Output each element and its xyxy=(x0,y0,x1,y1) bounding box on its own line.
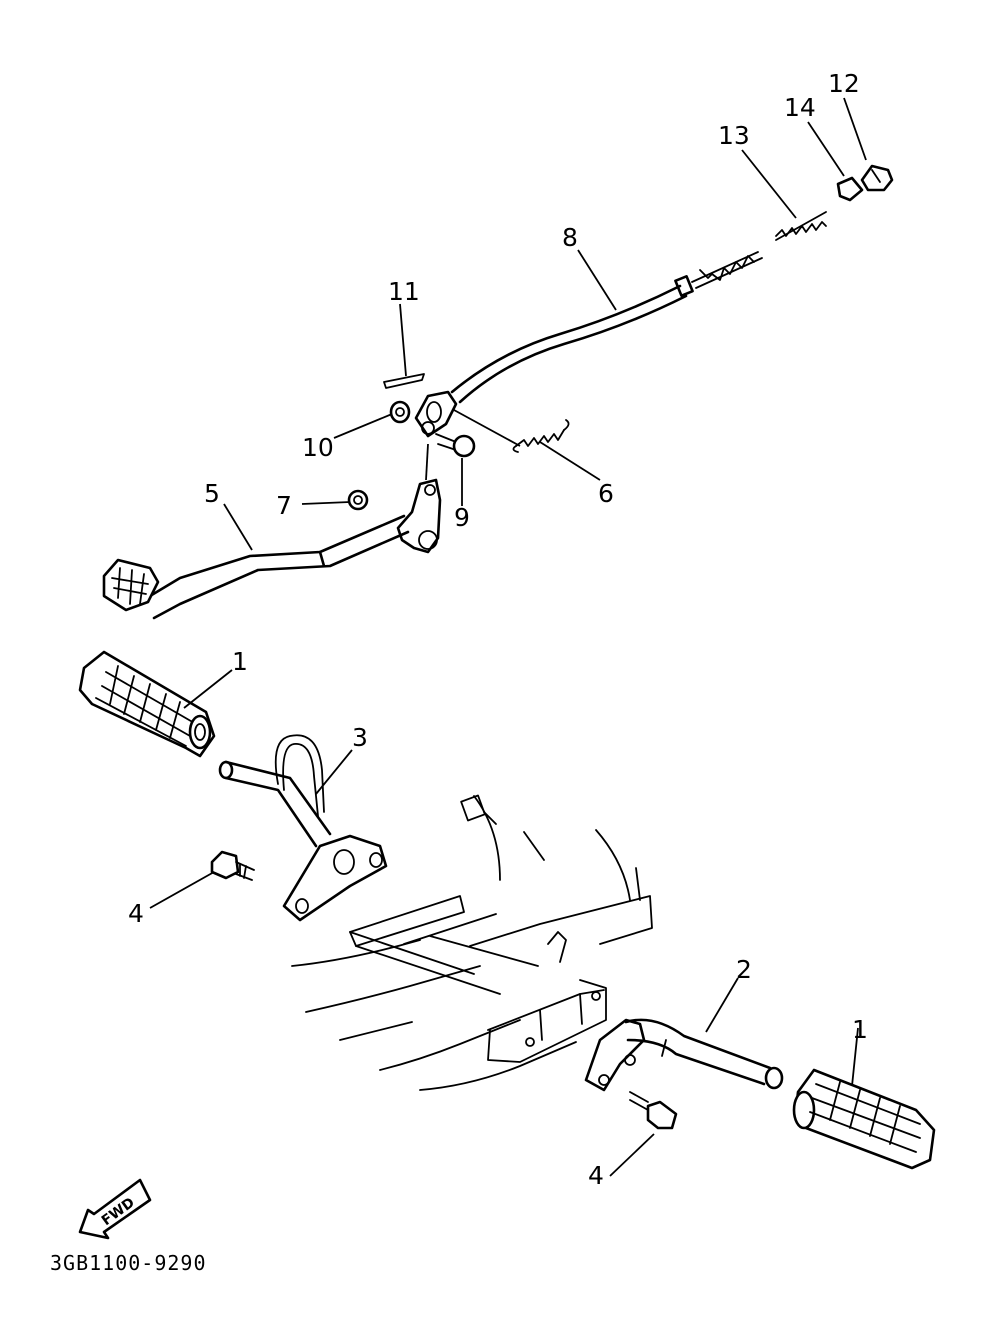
callout-6: 6 xyxy=(598,479,614,508)
part-5-brake-pedal xyxy=(102,478,442,620)
callout-12: 12 xyxy=(828,69,860,98)
part-9-pin xyxy=(435,433,476,458)
callout-10: 10 xyxy=(302,433,334,462)
fwd-arrow-icon: FWD xyxy=(78,1178,152,1240)
leader-lines xyxy=(149,97,867,1177)
part-12-adjust-nut xyxy=(860,164,894,192)
callout-9: 9 xyxy=(454,503,470,532)
part-10-washer xyxy=(389,400,411,424)
callout-5: 5 xyxy=(204,479,220,508)
drawing-code: 3GB1100-9290 xyxy=(50,1251,207,1275)
callout-11: 11 xyxy=(388,277,420,306)
part-14-joint xyxy=(836,176,864,202)
part-1-footrest-right xyxy=(792,1068,936,1170)
callout-1-left: 1 xyxy=(232,647,248,676)
part-8-brake-rod xyxy=(450,251,763,404)
part-1-footrest-left xyxy=(78,650,216,758)
callout-7: 7 xyxy=(276,491,292,520)
callout-2: 2 xyxy=(736,955,752,984)
callout-4-right: 4 xyxy=(588,1161,604,1190)
callout-13: 13 xyxy=(718,121,750,150)
frame-outline xyxy=(291,794,653,1091)
part-3-bracket-left xyxy=(218,734,388,922)
callout-8: 8 xyxy=(562,223,578,252)
callout-labels: 12 14 13 8 11 10 9 6 7 5 1 3 4 2 1 4 xyxy=(128,69,868,1190)
clevis-joint xyxy=(414,390,458,438)
part-2-bracket-right xyxy=(584,1018,784,1092)
part-7-washer xyxy=(347,489,369,511)
part-6-spring xyxy=(512,419,570,453)
part-4-bolt-left xyxy=(210,850,255,881)
part-4-bolt-right xyxy=(629,1091,678,1130)
callout-4-left: 4 xyxy=(128,899,144,928)
callout-14: 14 xyxy=(784,93,816,122)
callout-3: 3 xyxy=(352,723,368,752)
callout-1-right: 1 xyxy=(852,1015,868,1044)
part-11-cotter-pin xyxy=(383,373,425,389)
part-13-spring xyxy=(775,211,827,241)
